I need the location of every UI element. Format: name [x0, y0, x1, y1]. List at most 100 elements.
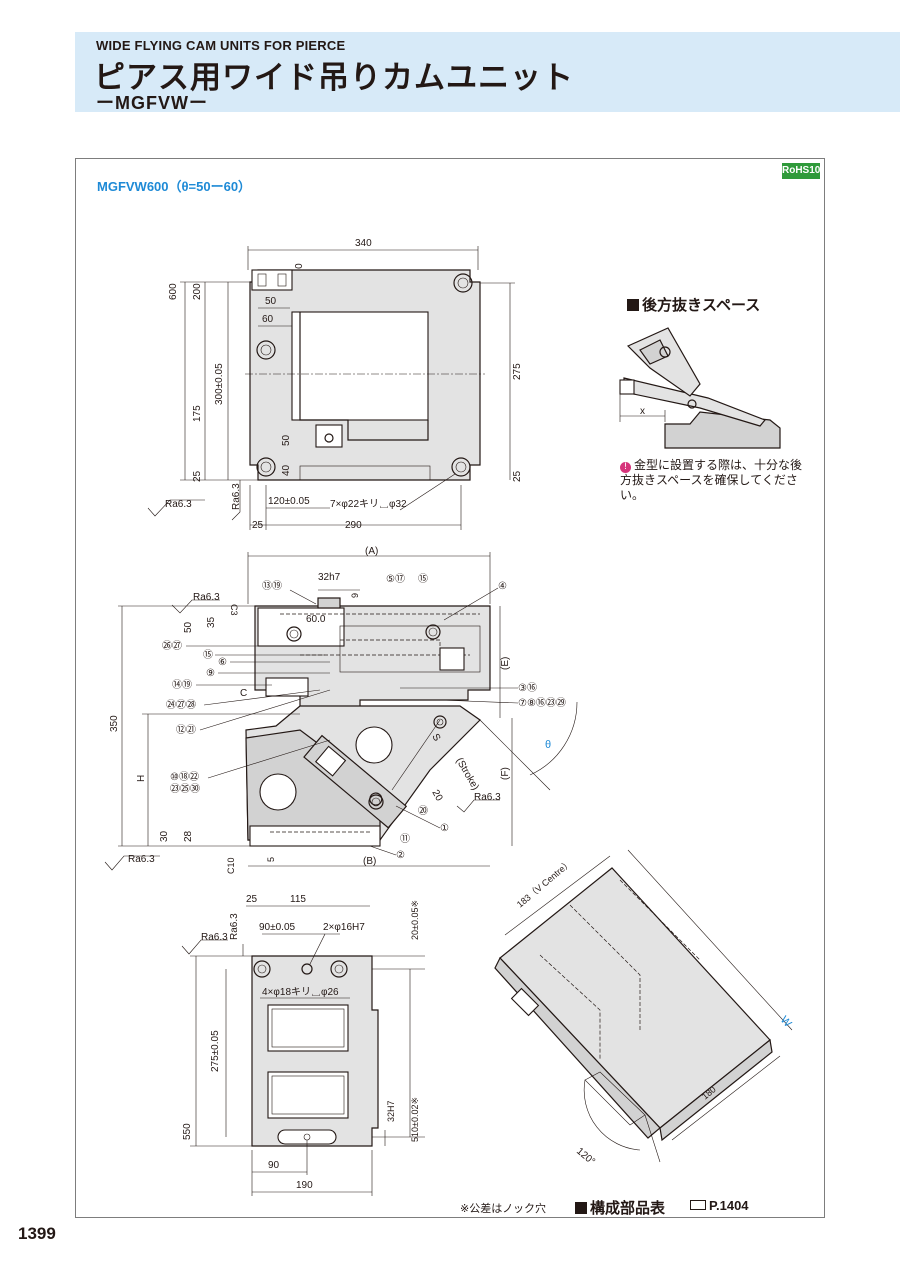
- dim-50b: 50: [281, 434, 292, 446]
- chamfer-C10: C10: [226, 857, 236, 874]
- model-code: ーMGFVWー: [96, 93, 208, 113]
- dim-C: C: [240, 688, 247, 699]
- dim-50: 50: [183, 621, 194, 633]
- angle-120: 120°: [574, 1146, 597, 1168]
- dim-F: (F): [500, 767, 511, 780]
- dim-175: 175: [192, 405, 203, 422]
- bottom-view: 25 115 90±0.05 2×φ16H7 20±0.05※ Ra6.3 Ra…: [181, 894, 425, 1196]
- square-bullet-icon: [627, 299, 639, 311]
- callout-11: ⑪: [400, 833, 410, 845]
- dim-275: 275: [512, 363, 523, 380]
- callout-24-27-28: ㉔㉗㉘: [166, 699, 196, 711]
- dim-600: 600: [168, 283, 179, 300]
- dim-350: 350: [109, 715, 120, 732]
- dim-S: S: [429, 732, 442, 744]
- dim-200: 200: [192, 283, 203, 300]
- roughness-bottom-2: Ra6.3: [229, 913, 240, 940]
- roughness-front-3: Ra6.3: [128, 854, 155, 865]
- dim-550: 550: [182, 1123, 193, 1140]
- callout-26-27: ㉖㉗: [162, 640, 182, 652]
- dim-340: 340: [355, 238, 372, 249]
- dim-B: (B): [363, 856, 376, 867]
- callout-7-8-16-23-29: ⑦⑧⑯㉓㉙: [518, 697, 566, 709]
- callout-15b: ⑮: [203, 649, 213, 661]
- dim-32H7: 32H7: [386, 1100, 396, 1122]
- chamfer-C3: C3: [229, 604, 239, 616]
- rear-clearance-title: 後方抜きスペース: [627, 294, 760, 315]
- callout-14-19: ⑭⑲: [172, 679, 192, 691]
- callout-4: ④: [498, 581, 507, 592]
- dim-H: H: [136, 775, 147, 782]
- dim-510-tol: 510±0.02※: [410, 1097, 420, 1142]
- callout-15: ⑮: [418, 573, 428, 585]
- callout-23-25-30: ㉓㉕㉚: [170, 783, 200, 795]
- dim-A: (A): [365, 546, 378, 557]
- dim-50: 50: [265, 296, 277, 307]
- page-ref-icon: [690, 1200, 706, 1210]
- part-callouts: ⑬⑲ ⑤⑰ ⑮ ④ ㉖㉗ ⑮ ⑥ ⑨ ⑭⑲ ㉔㉗㉘ ⑫㉑ ⑩⑱㉒ ㉓㉕㉚ ③⑯: [162, 573, 566, 861]
- roughness-front-1: Ra6.3: [193, 592, 220, 603]
- callout-20: ⑳: [418, 805, 428, 817]
- dim-25-bottom: 25: [252, 520, 264, 531]
- header-band: [75, 32, 900, 112]
- callout-3-16: ③⑯: [518, 682, 537, 694]
- callout-9: ⑨: [206, 668, 215, 679]
- callout-13-19: ⑬⑲: [262, 580, 282, 592]
- title-japanese: ピアス用ワイド吊りカムユニット: [94, 60, 574, 96]
- hole-spec-top: 7×φ22キリ␣φ32: [330, 499, 407, 510]
- top-view: 340 420 600 200 50 60 175 300±0.0: [147, 238, 523, 531]
- drawing-frame: [75, 158, 825, 1218]
- title-english: WIDE FLYING CAM UNITS FOR PIERCE: [96, 38, 346, 53]
- dim-20-tol: 20±0.05※: [410, 900, 420, 940]
- roughness-top-2: Ra6.3: [231, 483, 242, 510]
- dim-115: 115: [290, 894, 306, 905]
- hole-spec-4x: 4×φ18キリ␣φ26: [262, 987, 339, 998]
- dim-stroke: (Stroke): [453, 756, 480, 792]
- callout-2: ②: [396, 850, 405, 861]
- mounting-holes: [256, 273, 473, 477]
- callout-6: ⑥: [218, 657, 227, 668]
- callout-1: ①: [440, 823, 449, 834]
- caution-icon: !: [620, 462, 631, 473]
- dim-90: 90±0.05: [259, 922, 296, 933]
- dim-30: 30: [159, 830, 170, 842]
- dim-28: 28: [183, 830, 194, 842]
- hole-spec-2x: 2×φ16H7: [323, 922, 365, 933]
- isometric-view: 120° 183（V Centre） W 180: [494, 849, 794, 1168]
- dim-32h7: 32h7: [318, 572, 341, 583]
- dim-25: 25: [246, 894, 258, 905]
- dim-120: 120±0.05: [268, 496, 310, 507]
- page-number: 1399: [18, 1224, 56, 1243]
- dim-40: 40: [281, 464, 292, 476]
- dim-E: (E): [500, 657, 511, 670]
- parts-table-link[interactable]: 構成部品表: [575, 1197, 665, 1218]
- page-reference[interactable]: P.1404: [690, 1198, 749, 1213]
- dim-5: 5: [266, 857, 276, 862]
- front-view: (A) 32h7 9 60.0 Ra6.3: [104, 546, 578, 874]
- dim-60: 60: [262, 314, 274, 325]
- dim-25-right: 25: [512, 470, 523, 482]
- square-bullet-icon: [575, 1202, 587, 1214]
- clearance-x: x: [640, 406, 645, 417]
- roughness-top-1: Ra6.3: [165, 499, 192, 510]
- dim-275: 275±0.05: [210, 1030, 221, 1072]
- dim-9: 9: [350, 593, 360, 598]
- dim-60: 60.0: [306, 614, 326, 625]
- dim-183: 183（V Centre）: [515, 858, 574, 910]
- roughness-bottom-1: Ra6.3: [201, 932, 228, 943]
- dim-W: W: [778, 1014, 794, 1030]
- dim-35: 35: [206, 616, 217, 628]
- dim-20: 20: [429, 788, 444, 804]
- rohs-badge: RoHS10: [782, 163, 820, 179]
- tolerance-note: ※公差はノック穴: [460, 1202, 546, 1215]
- callout-10-18-22: ⑩⑱㉒: [170, 771, 199, 783]
- dim-25-left: 25: [192, 470, 203, 482]
- angle-theta: θ: [545, 739, 551, 751]
- dim-290: 290: [345, 520, 362, 531]
- roughness-front-2: Ra6.3: [474, 792, 501, 803]
- dim-90b: 90: [268, 1160, 280, 1171]
- model-variant-label: MGFVW600（θ=50ー60）: [97, 179, 252, 194]
- callout-12-21: ⑫㉑: [176, 724, 196, 736]
- dim-300: 300±0.05: [214, 363, 225, 405]
